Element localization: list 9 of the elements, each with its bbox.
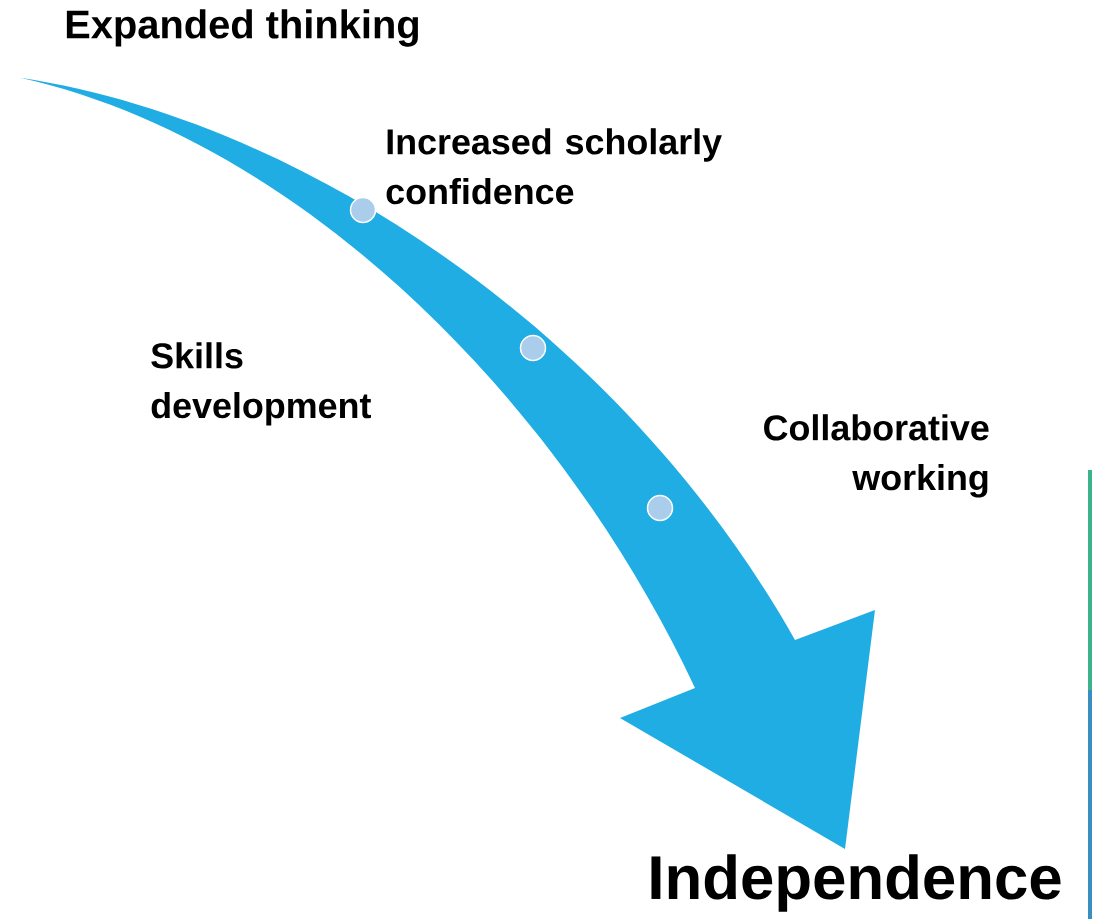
heading-text: Independence [651,854,1061,912]
heading-text: Expanded thinking [66,9,418,47]
circle-marker [349,196,377,224]
label-text: Increased scholarly confidence [386,128,722,205]
label-text: Collaborative working [764,414,989,498]
circle-marker [646,494,674,522]
curved-arrow [20,77,875,849]
label-text: Skills development [151,342,371,426]
circle-marker [519,334,547,362]
